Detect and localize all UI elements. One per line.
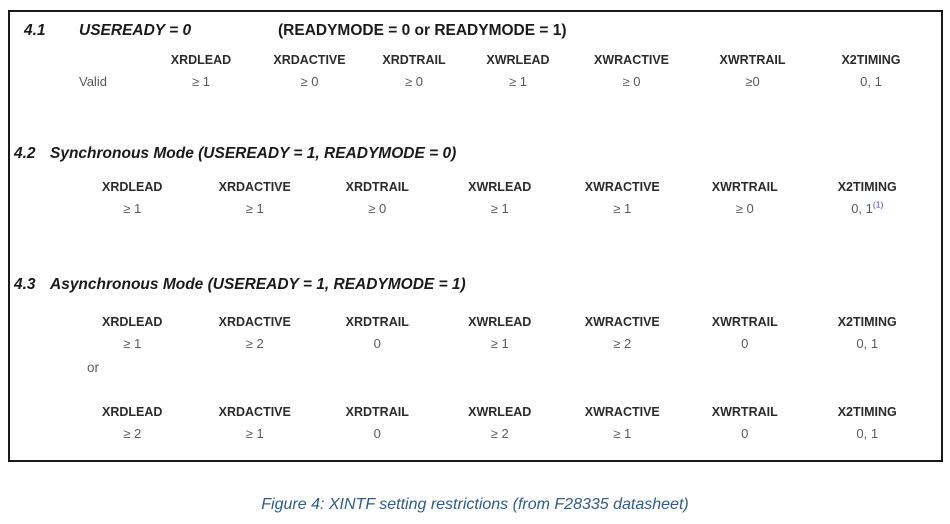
header-xrdlead: XRDLEAD (102, 405, 163, 419)
header-xrdactive: XRDACTIVE (218, 315, 291, 329)
header-xwrtrail: XWRTRAIL (711, 315, 778, 329)
section-42-table: XRDLEAD XRDACTIVE XRDTRAIL XWRLEAD XWRAC… (10, 180, 929, 219)
spacer-cell (10, 405, 71, 426)
spacer-cell (10, 336, 79, 354)
spacer-cell (10, 426, 79, 444)
value-xwrtrail: ≥0 (745, 74, 760, 89)
value-xwractive: ≥ 0 (622, 74, 641, 89)
section-43-heading: 4.3 Asynchronous Mode (USEREADY = 1, REA… (10, 276, 941, 296)
header-xwrlead: XWRLEAD (468, 405, 532, 419)
value-xwractive: ≥ 1 (613, 426, 632, 441)
value-xrdtrail: 0 (373, 336, 381, 351)
section-43-table-row1: XRDLEAD XRDACTIVE XRDTRAIL XWRLEAD XWRAC… (10, 315, 929, 354)
spacer-cell (10, 315, 71, 336)
header-xrdtrail: XRDTRAIL (382, 53, 446, 67)
header-xwrlead: XWRLEAD (486, 53, 550, 67)
section-42-number: 4.2 (14, 145, 36, 162)
header-xrdactive: XRDACTIVE (218, 405, 291, 419)
header-xrdlead: XRDLEAD (170, 53, 232, 67)
section-41-number: 4.1 (24, 22, 46, 39)
value-xrdlead: ≥ 1 (123, 201, 142, 216)
header-xwractive: XWRACTIVE (584, 315, 660, 329)
value-xwractive: ≥ 2 (613, 336, 632, 351)
value-xwrlead: ≥ 1 (490, 336, 509, 351)
header-xwrtrail: XWRTRAIL (711, 405, 778, 419)
value-x2timing-base: 0, 1 (851, 201, 873, 216)
header-x2timing: X2TIMING (837, 405, 897, 419)
value-x2timing: 0, 1 (860, 74, 882, 89)
value-xwrlead: ≥ 1 (490, 201, 509, 216)
section-41-title: USEREADY = 0 (79, 22, 192, 39)
value-x2timing: 0, 1(1) (806, 199, 929, 219)
section-41-heading: 4.1 USEREADY = 0 (READYMODE = 0 or READY… (10, 22, 941, 42)
header-xrdtrail: XRDTRAIL (345, 180, 409, 194)
section-42-title: Synchronous Mode (USEREADY = 1, READYMOD… (50, 145, 457, 162)
header-xrdtrail: XRDTRAIL (345, 405, 409, 419)
value-xrdactive: ≥ 0 (300, 74, 319, 89)
value-xwrtrail: 0 (741, 336, 749, 351)
header-x2timing: X2TIMING (837, 315, 897, 329)
figure-frame: 4.1 USEREADY = 0 (READYMODE = 0 or READY… (8, 10, 943, 462)
value-xrdtrail: ≥ 0 (405, 74, 423, 89)
value-xwractive: ≥ 1 (613, 201, 632, 216)
figure-caption: Figure 4: XINTF setting restrictions (fr… (261, 496, 689, 513)
header-xrdactive: XRDACTIVE (218, 180, 291, 194)
value-x2timing: 0, 1 (856, 336, 879, 351)
value-xwrlead: ≥ 2 (490, 426, 509, 441)
header-xwractive: XWRACTIVE (584, 180, 660, 194)
value-xrdlead: ≥ 2 (123, 426, 142, 441)
value-x2timing: 0, 1 (856, 426, 879, 441)
value-xrdlead: ≥ 1 (123, 336, 142, 351)
row-label-valid: Valid (79, 74, 107, 89)
value-xrdtrail: ≥ 0 (368, 201, 387, 216)
footnote-ref-1[interactable]: (1) (872, 199, 884, 210)
value-xrdlead: ≥ 1 (192, 74, 210, 89)
value-xrdactive: ≥ 1 (245, 426, 264, 441)
header-xwractive: XWRACTIVE (584, 405, 660, 419)
header-xwrlead: XWRLEAD (468, 180, 532, 194)
header-xwractive: XWRACTIVE (594, 53, 669, 67)
section-41-table: XRDLEAD XRDACTIVE XRDTRAIL XWRLEAD XWRAC… (10, 53, 929, 92)
header-x2timing: X2TIMING (837, 180, 897, 194)
section-43-table-row2: XRDLEAD XRDACTIVE XRDTRAIL XWRLEAD XWRAC… (10, 405, 929, 444)
header-xwrtrail: XWRTRAIL (711, 180, 778, 194)
header-xwrlead: XWRLEAD (468, 315, 532, 329)
spacer-cell (10, 201, 79, 219)
value-xwrtrail: ≥ 0 (735, 201, 754, 216)
header-xrdlead: XRDLEAD (102, 180, 163, 194)
section-41-condition: (READYMODE = 0 or READYMODE = 1) (278, 22, 567, 39)
value-xwrlead: ≥ 1 (509, 74, 527, 89)
or-connector: or (87, 360, 100, 375)
header-x2timing: X2TIMING (841, 53, 901, 67)
section-43-title: Asynchronous Mode (USEREADY = 1, READYMO… (50, 276, 466, 293)
header-xrdlead: XRDLEAD (102, 315, 163, 329)
value-xrdactive: ≥ 2 (245, 336, 264, 351)
header-xrdtrail: XRDTRAIL (345, 315, 409, 329)
spacer-cell (10, 53, 146, 74)
value-xwrtrail: 0 (741, 426, 749, 441)
value-xrdtrail: 0 (373, 426, 381, 441)
header-xwrtrail: XWRTRAIL (719, 53, 786, 67)
section-42-heading: 4.2 Synchronous Mode (USEREADY = 1, READ… (10, 145, 941, 165)
spacer-cell (10, 180, 71, 201)
header-xrdactive: XRDACTIVE (273, 53, 346, 67)
value-xrdactive: ≥ 1 (245, 201, 264, 216)
section-43-number: 4.3 (14, 276, 36, 293)
